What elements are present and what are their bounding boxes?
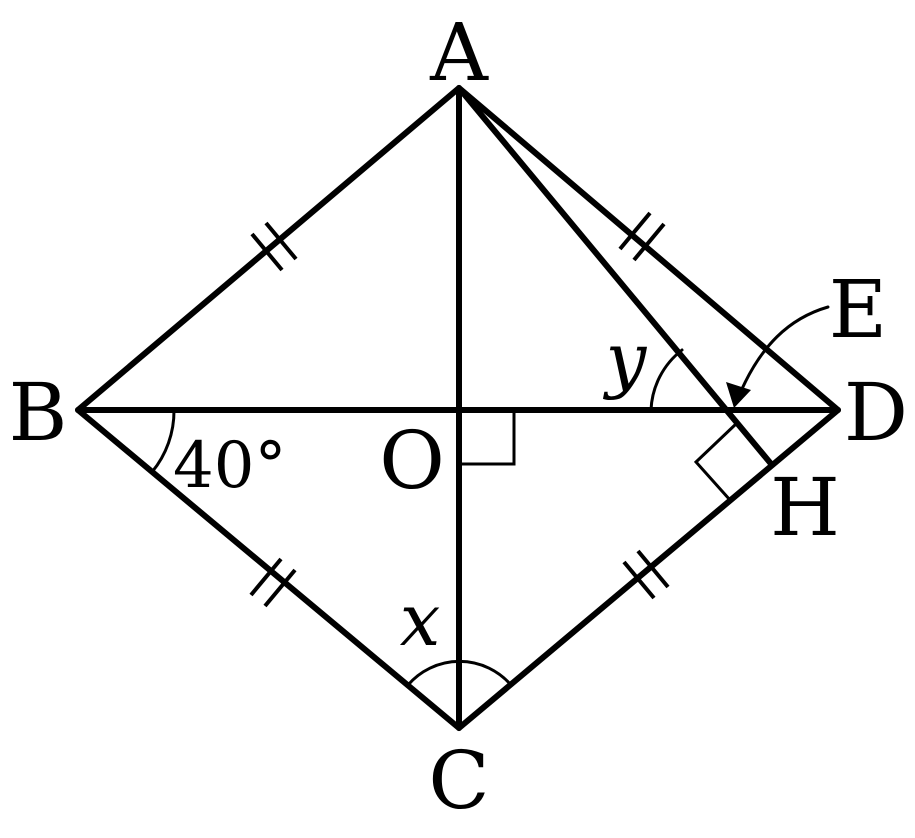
label-d: D	[844, 366, 908, 459]
tick-mark-ab	[250, 221, 298, 272]
label-a: A	[429, 6, 489, 99]
label-c: C	[428, 734, 489, 827]
angle-label-y: y	[603, 317, 648, 401]
angle-arc-b	[150, 408, 176, 474]
tick-mark-bc	[249, 557, 297, 608]
right-angle-mark-o	[457, 408, 516, 466]
tick-mark-ad	[618, 211, 666, 262]
right-angle-mark-h	[693, 421, 739, 502]
angle-arc-e	[649, 348, 684, 412]
label-o: O	[379, 414, 445, 507]
label-e: E	[829, 263, 887, 356]
tick-mark-cd	[622, 549, 670, 600]
angle-arc-c	[406, 659, 513, 687]
angle-label-x: x	[400, 578, 441, 662]
label-b: B	[9, 366, 68, 459]
arrow-e-pointer	[736, 305, 830, 400]
label-h: H	[770, 461, 840, 554]
segment-ah	[456, 85, 775, 468]
angle-label-b: 40°	[173, 429, 286, 503]
arrow-e-head	[726, 382, 751, 408]
